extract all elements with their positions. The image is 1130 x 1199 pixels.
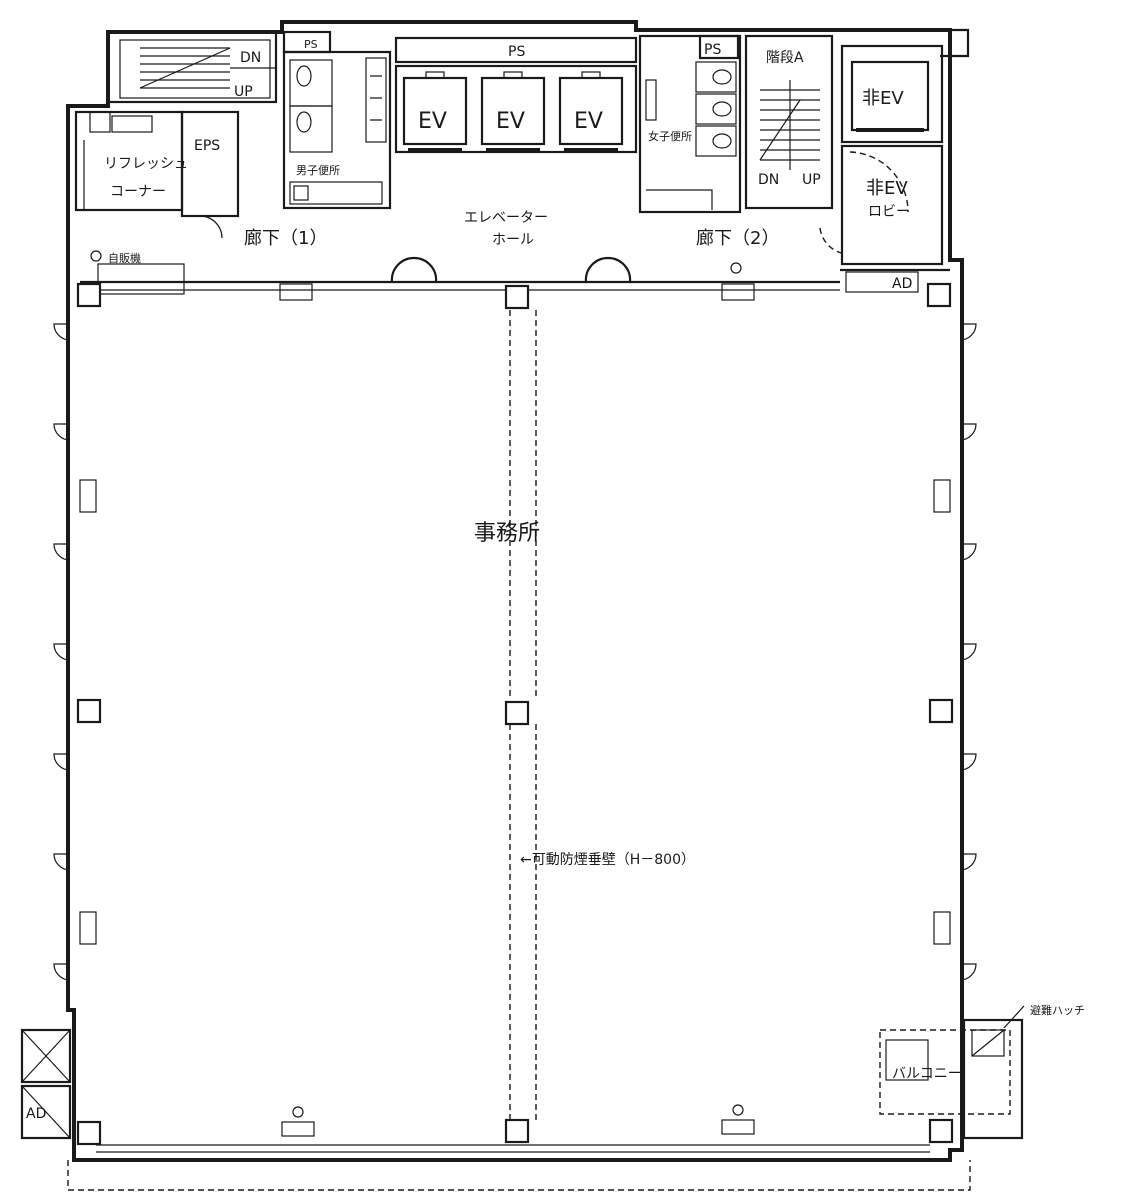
bottom-fixtures (281, 1104, 755, 1137)
label-ps-top-left: PS (304, 38, 318, 51)
label-eps: EPS (194, 138, 220, 154)
stair-a (744, 34, 834, 210)
label-ad-top: AD (892, 276, 912, 292)
core-office-divider (80, 268, 950, 291)
label-balcony: バルコニー (892, 1066, 962, 1082)
womens-toilet (638, 34, 742, 214)
label-vending: 自販機 (108, 251, 141, 265)
smoke-barrier-line (509, 310, 537, 1120)
ps-closets (89, 30, 740, 133)
elevator-bank (394, 64, 638, 154)
outer-walls (66, 20, 971, 1191)
label-evac-hatch: 避難ハッチ (1030, 1003, 1085, 1017)
balcony-area (879, 1005, 1025, 1140)
eps-and-refresh (74, 110, 240, 239)
label-stair-b-up: UP (234, 84, 253, 100)
label-stair-a: 階段A (766, 50, 804, 66)
label-ev-hall-2: ホール (492, 232, 534, 248)
label-mens-toilet: 男子便所 (296, 164, 340, 177)
label-emergency-ev: 非EV (862, 88, 904, 109)
emergency-elevator (819, 44, 944, 266)
label-smoke-barrier: ←可動防煙垂壁（H－800） (520, 852, 695, 868)
label-ps-top-center: PS (508, 44, 525, 60)
facade-vents (53, 323, 977, 981)
label-ad-bottom: AD (26, 1106, 46, 1122)
label-refresh-corner-1: リフレッシュ (104, 156, 188, 172)
corridor-fixtures (90, 250, 919, 301)
label-ev-1: EV (418, 109, 447, 134)
label-ev-2: EV (496, 109, 525, 134)
label-corridor-2: 廊下（2） (696, 228, 779, 249)
room-labels: PS PS PS DN UP EPS リフレッシュ コーナー 男子便所 女子便所… (26, 38, 1085, 1122)
stair-b (106, 30, 278, 104)
label-emergency-lobby-1: 非EV (866, 178, 908, 199)
label-corridor-1: 廊下（1） (244, 228, 327, 249)
label-refresh-corner-2: コーナー (110, 184, 166, 200)
label-stair-a-up: UP (802, 172, 821, 188)
label-office: 事務所 (474, 521, 540, 546)
label-ps-top-right: PS (704, 42, 721, 58)
label-womens-toilet: 女子便所 (648, 129, 692, 143)
bottom-left-shafts (20, 1028, 72, 1140)
label-emergency-lobby-2: ロビー (868, 204, 910, 220)
label-ev-hall-1: エレベーター (464, 210, 548, 226)
label-stair-a-dn: DN (758, 172, 779, 188)
label-ev-3: EV (574, 109, 603, 134)
mens-toilet (282, 50, 392, 210)
columns (76, 282, 954, 1146)
label-stair-b-dn: DN (240, 50, 261, 66)
